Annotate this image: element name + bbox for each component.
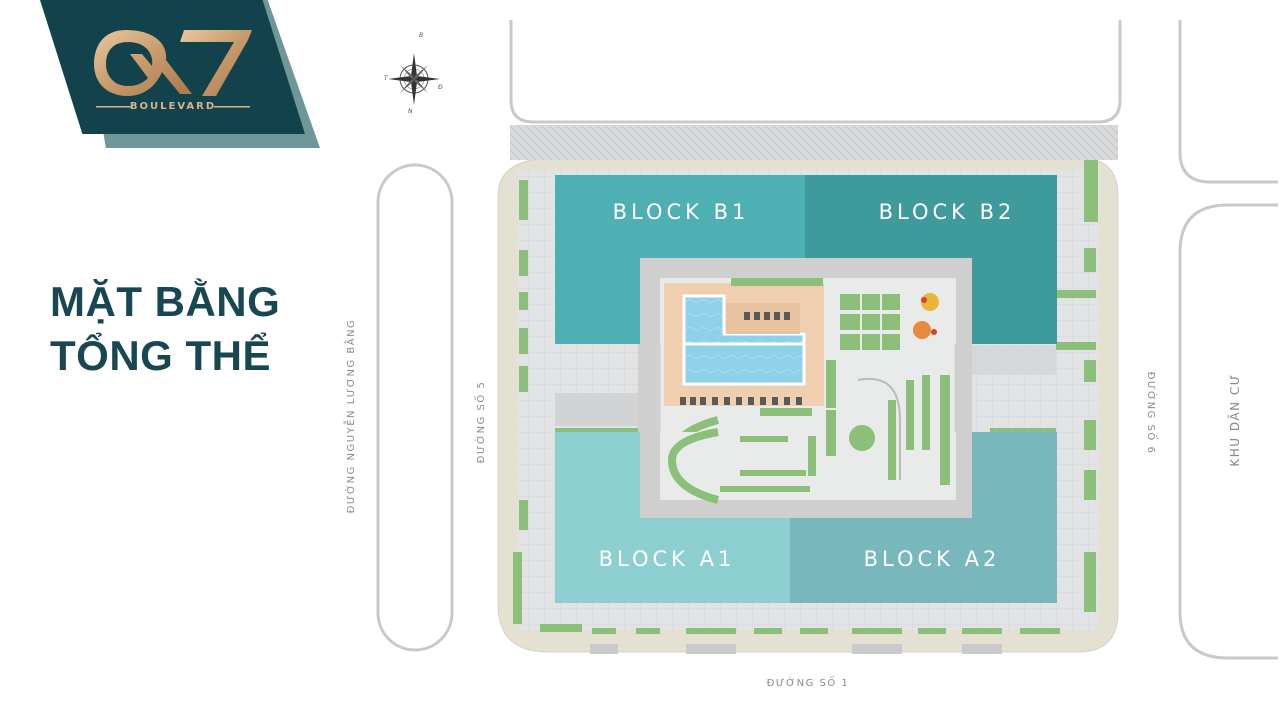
block-b2-label: BLOCK B2 <box>879 200 1016 224</box>
perimeter-planters <box>513 160 1098 634</box>
logo-subtitle: BOULEVARD <box>129 101 217 112</box>
area-label-khu-dan-cu: KHU DÂN CƯ <box>1227 373 1242 466</box>
block-a2-label: BLOCK A2 <box>864 547 1001 571</box>
street-label-so-1: ĐƯỜNG SỐ 1 <box>767 675 850 689</box>
bottom-parking-pads <box>590 644 1002 654</box>
street-label-nguyen-luong-bang: ĐƯỜNG NGUYỄN LƯƠNG BẰNG <box>342 319 357 514</box>
street-label-so-5: ĐƯỜNG SỐ 5 <box>473 381 487 464</box>
compass-south-label: N <box>408 108 413 115</box>
road-outlines <box>376 20 1278 660</box>
east-walkway <box>970 345 1056 375</box>
page-title-line-1: MẶT BẰNG <box>50 278 281 325</box>
road-top-block <box>509 20 1122 124</box>
block-b1-label: BLOCK B1 <box>613 200 750 224</box>
road-median-left <box>376 163 454 652</box>
compass-rose-icon: B N T Đ <box>384 32 443 115</box>
road-right-block <box>1178 203 1278 660</box>
page-title-line-2: TỔNG THỂ <box>50 332 271 379</box>
compass-east-label: Đ <box>438 84 443 91</box>
block-a1-label: BLOCK A1 <box>599 547 736 571</box>
playground-path <box>857 377 901 480</box>
compass-north-label: B <box>419 32 423 39</box>
street-label-so-6: ĐƯỜNG SỐ 6 <box>1145 372 1159 455</box>
road-top-right <box>1178 20 1278 184</box>
logo-panel <box>40 0 305 134</box>
top-plaza-strip <box>510 125 1118 160</box>
compass-west-label: T <box>384 75 389 82</box>
q7-logo-icon <box>94 30 252 108</box>
